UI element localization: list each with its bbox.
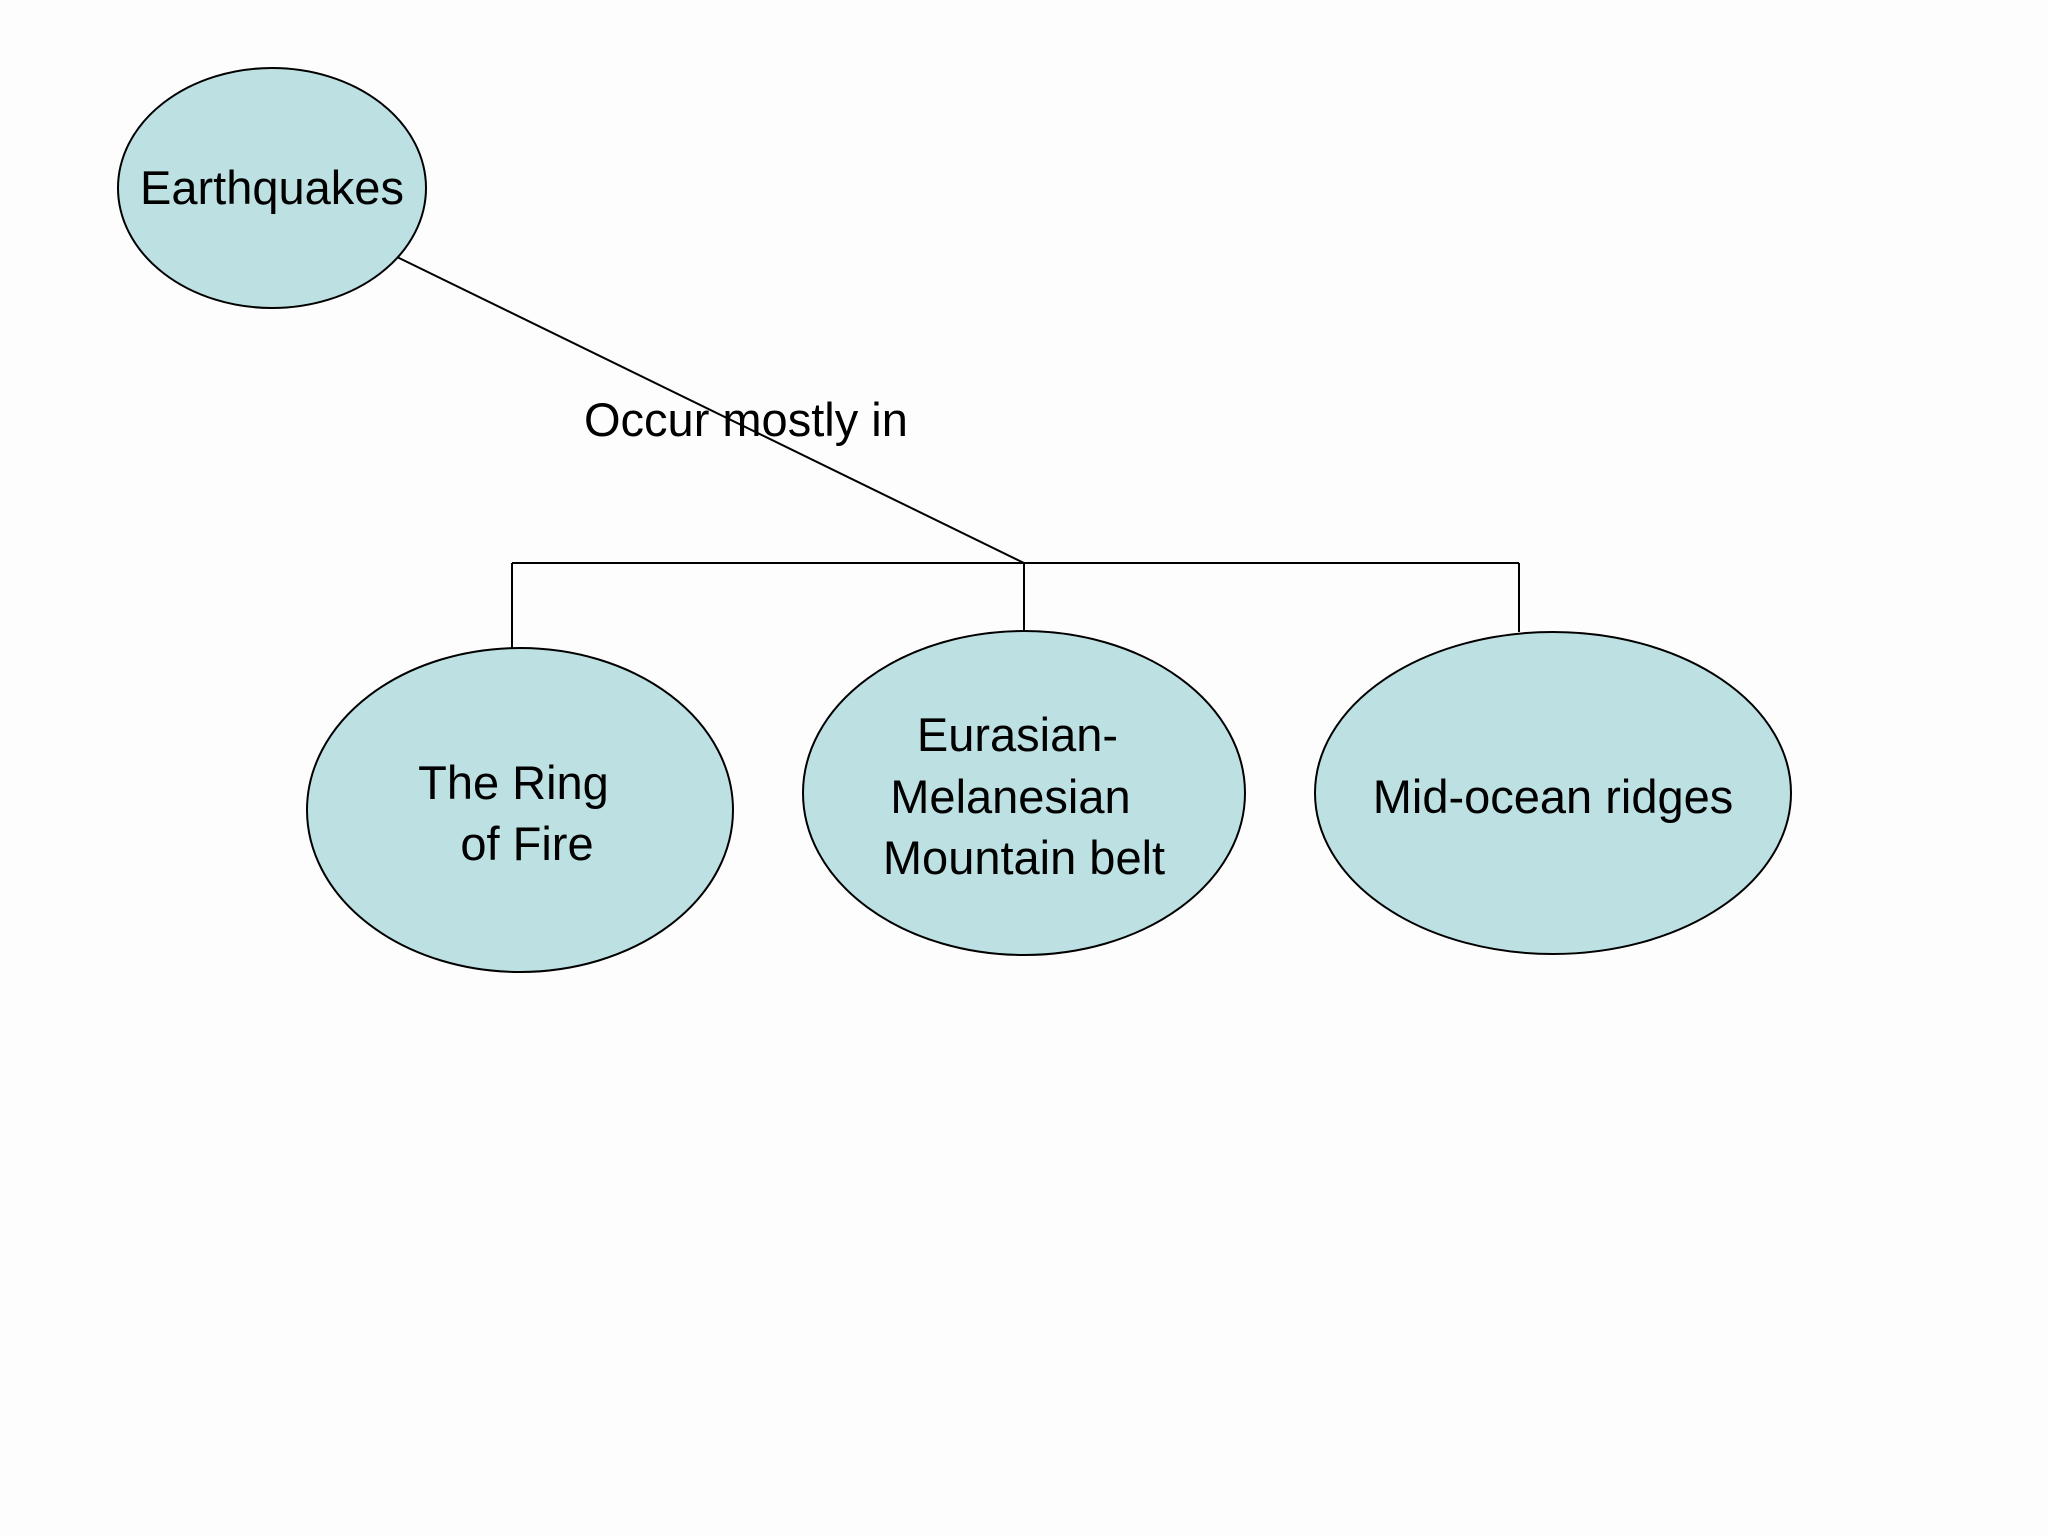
root-to-branch-line: [396, 256, 1025, 564]
root-node-ellipse: [117, 67, 427, 309]
child-node-2-line-3: Mountain belt: [883, 831, 1165, 884]
root-node-label: Earthquakes: [140, 161, 404, 214]
child-node-eurasian-melanesian-belt: Eurasian- Melanesian Mountain belt: [802, 630, 1246, 956]
child-node-1-ellipse: [306, 647, 734, 973]
child-node-ring-of-fire: The Ring of Fire: [306, 647, 734, 973]
connector-label: Occur mostly in: [584, 393, 908, 446]
child-node-2-line-1: Eurasian-: [917, 708, 1118, 761]
child-node-mid-ocean-ridges: Mid-ocean ridges: [1314, 631, 1792, 955]
connector-lines: [396, 256, 1520, 648]
root-node: Earthquakes: [117, 67, 427, 309]
child-node-1-line-2: of Fire: [460, 817, 593, 870]
child-node-3-label: Mid-ocean ridges: [1373, 770, 1734, 823]
child-node-2-label: Eurasian- Melanesian Mountain belt: [883, 708, 1165, 884]
child-node-1-line-1: The Ring: [418, 756, 609, 809]
child-node-2-line-2: Melanesian: [890, 770, 1130, 823]
child-node-3-ellipse: [1314, 631, 1792, 955]
child-node-1-label: The Ring of Fire: [418, 756, 622, 870]
child-node-3-line-1: Mid-ocean ridges: [1373, 770, 1734, 823]
child-node-2-ellipse: [802, 630, 1246, 956]
